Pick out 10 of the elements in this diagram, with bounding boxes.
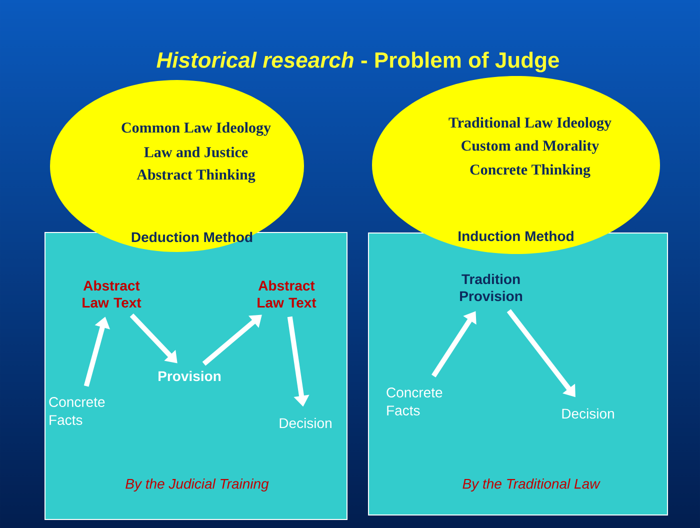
step-label: Decision: [280, 418, 332, 428]
step-label: Concrete Facts: [49, 397, 105, 425]
step-label: Abstract Law Text: [258, 280, 316, 308]
step-label: Provision: [158, 370, 221, 382]
step-label: Decision: [562, 408, 614, 419]
arrow: [202, 314, 262, 366]
step-label: Tradition Provision: [460, 274, 522, 302]
step-label: Abstract Law Text: [82, 280, 142, 308]
title: Historical research - Problem of Judge: [156, 52, 559, 72]
step-label: Concrete Facts: [386, 388, 442, 416]
